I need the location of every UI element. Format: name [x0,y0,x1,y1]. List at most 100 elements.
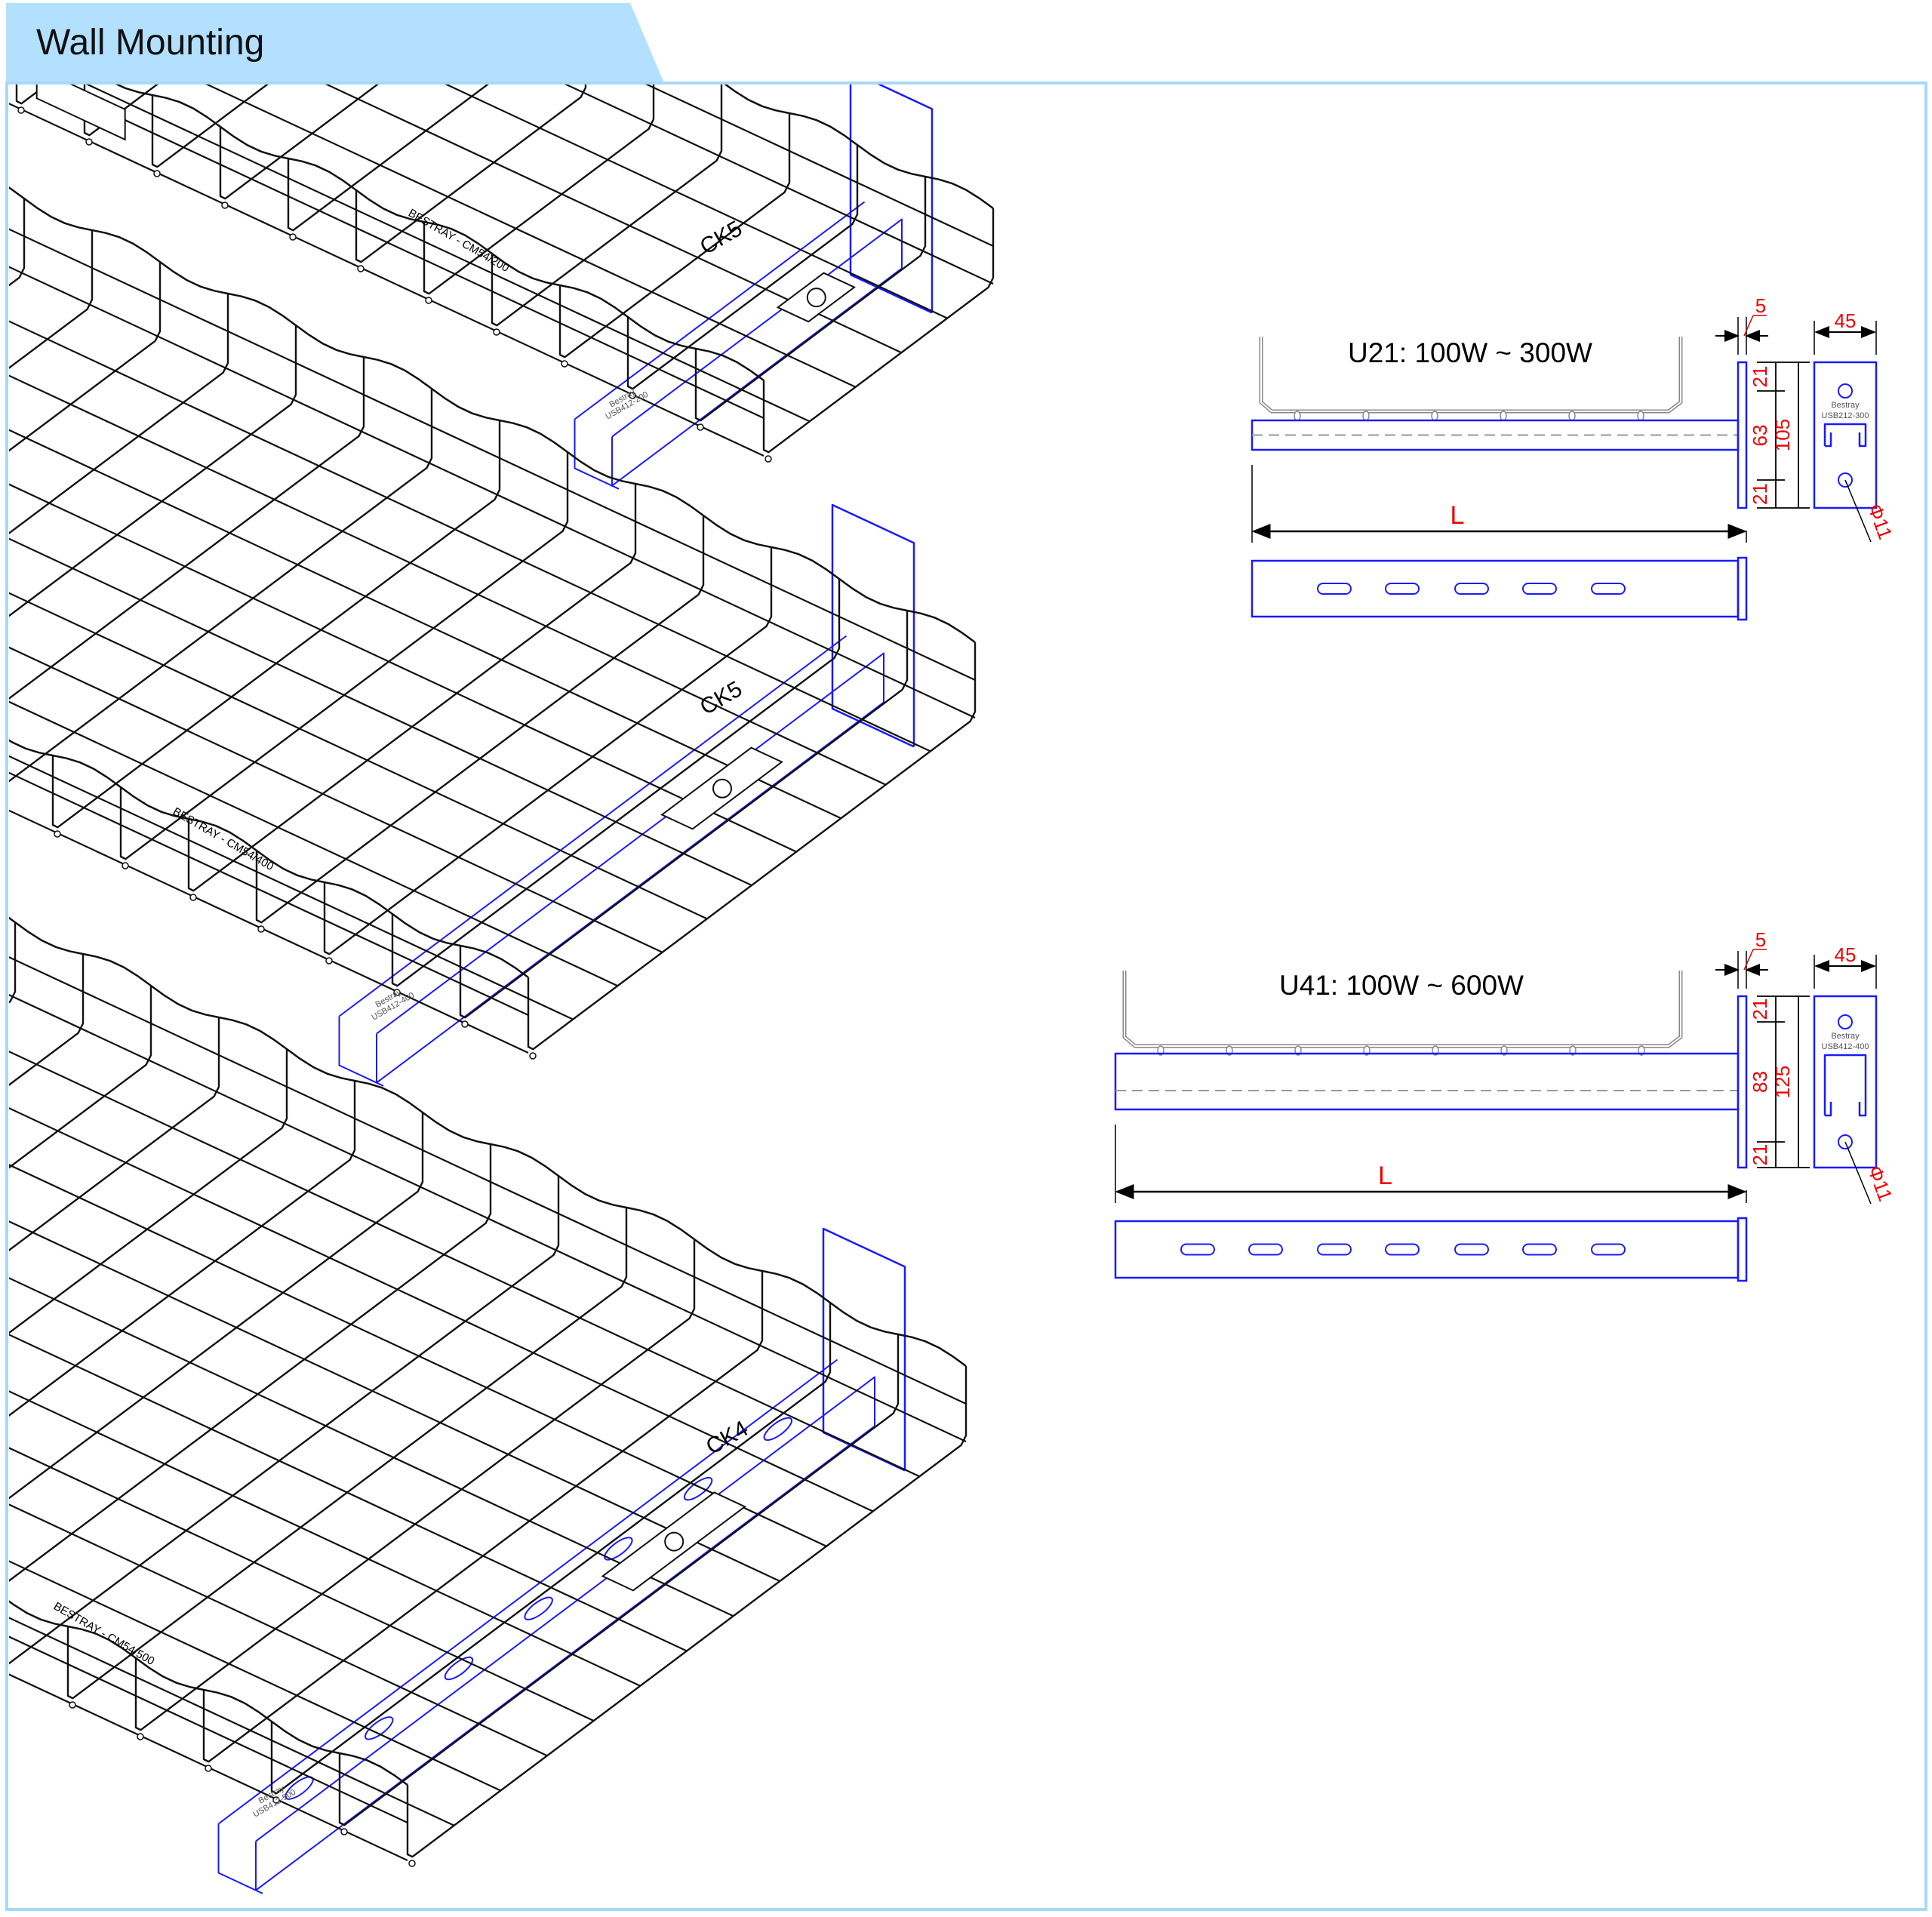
wire-end [493,328,500,336]
top-offset-dim: 21 [1749,366,1771,388]
channel-profile [1825,1102,1832,1117]
longitudinal-wire [9,320,931,752]
channel-slot [364,1716,394,1740]
longitudinal-wire [9,1277,734,1617]
longitudinal-wire [9,1447,595,1722]
detail-u41: U41: 100W ~ 600W521832112545BestrayUSB41… [1114,928,1897,1282]
bottom-offset-dim: 21 [1749,483,1771,505]
back-plate [1737,361,1748,509]
plate-part: USB212-300 [1822,411,1869,420]
side-wire [9,228,976,681]
length-dim: L [1378,1162,1392,1190]
ck-connector [660,746,783,830]
support-channel-end [217,1823,263,1894]
top-edge-wire [9,739,529,979]
plate-brand: Bestray [1831,1032,1860,1041]
cross-wire [626,145,859,390]
wire-end [764,455,772,463]
mount-hole [1838,1134,1853,1149]
cross-wire [9,357,365,700]
height-dim: 125 [1771,1066,1794,1098]
wire-end [257,925,265,933]
cable-tray [9,916,968,1894]
wire-end [340,1828,348,1835]
cross-wire [323,547,773,955]
mount-hole [1838,472,1853,488]
thickness-dim: 5 [1755,294,1766,317]
slot-hole [1591,1243,1626,1256]
tray-label-tag [35,85,126,141]
longitudinal-wire [9,646,663,953]
cross-wire [9,1081,356,1417]
cross-wire [219,85,379,200]
support-channel-end [574,419,620,490]
bolt-icon [664,1531,685,1552]
leader [1743,949,1754,971]
top-offset-dim: 21 [1749,999,1771,1020]
slot-hole [1317,1243,1352,1256]
bracket-title: U41: 100W ~ 600W [1279,970,1524,1001]
wire-dot [1294,411,1301,421]
wire-end [289,233,297,241]
top-edge-wire [9,916,967,1368]
longitudinal-wire [9,994,967,1442]
side-wire [47,85,764,419]
longitudinal-wire [9,1051,920,1478]
width-dim: 45 [1835,309,1857,332]
slot-hole [1248,1243,1283,1256]
top-view-plate [1737,556,1748,621]
longitudinal-wire [9,483,797,853]
cross-wire [287,85,489,232]
cross-wire [762,208,995,454]
wire-end [529,1052,537,1060]
top-edge-wire [115,85,764,382]
channel-profile [1823,423,1867,448]
page-title: Wall Mounting [36,23,264,63]
bracket-arm [1114,1052,1740,1111]
length-dim: L [1451,501,1465,530]
slot-hole [1385,583,1420,595]
support-channel [611,218,903,487]
slot-hole [1317,583,1352,595]
longitudinal-wire [9,374,887,786]
detail-u21: U21: 100W ~ 300W521632110545BestrayUSB21… [1251,294,1897,621]
mount-hole [1838,1014,1853,1029]
slot-hole [1591,583,1626,595]
wire-end [561,360,568,368]
support-channel-edge [338,635,848,1017]
channel-profile [1825,432,1832,448]
channel-slot [763,1417,793,1442]
tray-outline-inner [1260,337,1681,412]
longitudinal-wire [9,809,529,1054]
wire-end [69,1701,76,1709]
channel-slot [444,1656,474,1681]
cross-wire [9,986,152,1169]
cross-wire [9,262,162,452]
bottom-offset-dim: 21 [1749,1144,1771,1166]
longitudinal-wire [9,592,708,920]
cross-wire [9,922,17,1004]
longitudinal-wire [9,1560,501,1792]
wire-end [425,297,432,304]
cross-wire [9,325,297,617]
bracket-top-view [1114,1220,1740,1279]
longitudinal-wire [9,1617,455,1826]
plate-brand: Bestray [1831,401,1860,410]
cross-wire [9,1176,560,1665]
cross-wire [119,452,569,860]
slot-hole [1385,1243,1420,1256]
cross-wire [66,1208,628,1700]
plate-front-view [1813,361,1878,509]
support-channel [255,1376,875,1891]
wire-end [357,265,365,272]
longitudinal-wire [9,1503,548,1757]
ck-connector [776,272,856,323]
longitudinal-wire [205,85,857,388]
slot-hole [1180,1243,1215,1256]
wire-dot [1568,411,1576,421]
top-view-plate [1737,1217,1748,1282]
middle-dim: 83 [1749,1071,1771,1093]
width-dim: 45 [1835,943,1857,966]
cross-wire [9,198,26,287]
cross-wire [270,1303,832,1795]
